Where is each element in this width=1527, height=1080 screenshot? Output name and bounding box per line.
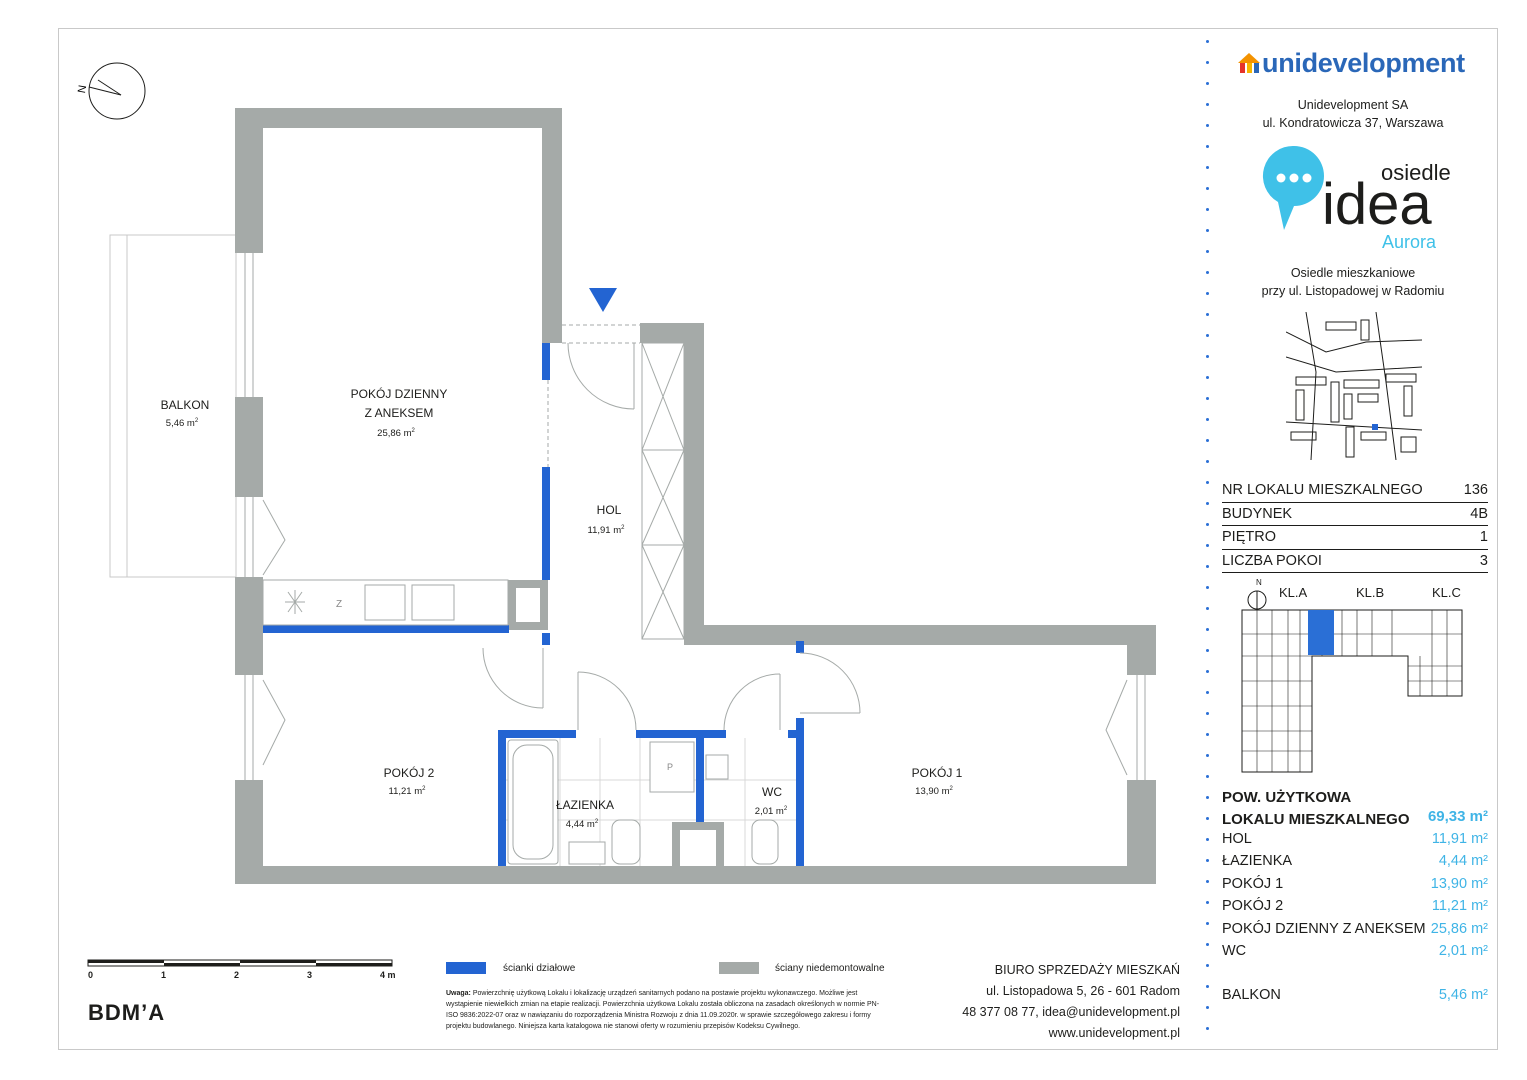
company-name: Unidevelopment SA	[1297, 98, 1409, 112]
office-web[interactable]: www.unidevelopment.pl	[1048, 1026, 1180, 1040]
brand-name: unidevelopment	[1262, 47, 1465, 78]
dotted-divider	[1206, 40, 1210, 1040]
svg-text:2,01 m2: 2,01 m2	[755, 806, 788, 817]
note-label: Uwaga:	[446, 990, 471, 997]
keyplan-stair-b: KL.B	[1356, 585, 1385, 600]
room-lazienka-area: 4,44 m	[566, 819, 595, 830]
fixture-p: P	[667, 762, 673, 772]
wardrobe	[641, 342, 685, 640]
brand-house-icon	[1238, 53, 1260, 73]
scale-tick-3: 3	[307, 970, 313, 980]
room-lazienka-name: ŁAZIENKA	[556, 798, 614, 812]
room-balkon-area: 5,46 m	[166, 418, 195, 429]
sales-office: BIURO SPRZEDAŻY MIESZKAŃ ul. Listopadowa…	[930, 960, 1180, 1044]
room-hol-name: HOL	[597, 503, 622, 517]
room-balkon-name: BALKON	[161, 398, 210, 412]
scale-bar	[87, 959, 393, 967]
svg-text:5,46 m2: 5,46 m2	[166, 418, 199, 429]
north-arrow: N	[76, 62, 146, 120]
architect-logo: BDM’A	[88, 1000, 166, 1025]
svg-text:4,44 m2: 4,44 m2	[566, 819, 599, 830]
company-info: Unidevelopment SA ul. Kondratowicza 37, …	[1215, 96, 1491, 132]
scale-tick-1: 1	[161, 970, 167, 980]
scale-tick-4: 4 m	[380, 970, 396, 980]
usable-area-title-2: LOKALU MIESZKALNEGO	[1222, 811, 1410, 828]
svg-text:11,21 m2: 11,21 m2	[389, 786, 427, 797]
legend-partition-label: ścianki działowe	[503, 963, 576, 974]
usable-area-total: 69,33 m²	[1427, 808, 1488, 825]
sheet-frame	[58, 28, 1498, 1050]
location-map	[1286, 312, 1422, 460]
usable-area-title: POW. UŻYTKOWA LOKALU MIESZKALNEGO	[1222, 787, 1410, 831]
office-title: BIURO SPRZEDAŻY MIESZKAŃ	[994, 963, 1180, 977]
room-pokoj1-area: 13,90 m	[915, 786, 949, 797]
usable-area-title-1: POW. UŻYTKOWA	[1222, 789, 1352, 806]
project-desc-2: przy ul. Listopadowej w Radomiu	[1261, 284, 1445, 298]
keyplan-north: N	[1256, 578, 1262, 587]
legend-partition-swatch	[446, 962, 486, 974]
office-address: ul. Listopadowa 5, 26 - 601 Radom	[986, 984, 1180, 998]
company-address: ul. Kondratowicza 37, Warszawa	[1262, 116, 1444, 130]
project-word-idea: idea	[1322, 172, 1432, 237]
north-label: N	[76, 84, 89, 94]
keyplan-stair-c: KL.C	[1432, 585, 1461, 600]
svg-text:13,90 m2: 13,90 m2	[915, 786, 953, 797]
office-contact[interactable]: 48 377 08 77, idea@unidevelopment.pl	[962, 1005, 1180, 1019]
disclaimer-note: Uwaga: Powierzchnię użytkową Lokalu i lo…	[446, 988, 886, 1032]
project-word-aurora: Aurora	[1382, 232, 1437, 252]
room-hol-area: 11,91 m	[588, 525, 622, 536]
room-living-name-1: POKÓJ DZIENNY	[351, 386, 448, 401]
note-text: Powierzchnię użytkową Lokalu i lokalizac…	[446, 990, 880, 1030]
room-pokoj2-area: 11,21 m	[389, 786, 423, 797]
sanitary-fixtures	[507, 739, 779, 865]
scale-tick-0: 0	[88, 970, 94, 980]
structural-walls	[235, 108, 1156, 884]
floor-plan: N	[76, 62, 1156, 884]
fixture-z: Z	[336, 599, 342, 610]
keyplan-stair-a: KL.A	[1279, 585, 1308, 600]
room-pokoj1-name: POKÓJ 1	[912, 765, 963, 780]
room-living-area: 25,86 m	[377, 428, 411, 439]
room-wc-name: WC	[762, 785, 782, 799]
legend-structural-swatch	[719, 962, 759, 974]
project-logo: osiedle idea Aurora	[1262, 145, 1451, 252]
room-living-name-2: Z ANEKSEM	[365, 406, 434, 420]
scale-tick-2: 2	[234, 970, 240, 980]
room-wc-area: 2,01 m	[755, 806, 784, 817]
kitchen-counter	[262, 579, 509, 626]
entrance-arrow	[589, 288, 617, 312]
legend-structural-label: ściany niedemontowalne	[775, 963, 885, 974]
project-word-osiedle: osiedle	[1381, 160, 1451, 185]
svg-text:11,91 m2: 11,91 m2	[588, 525, 626, 536]
project-description: Osiedle mieszkaniowe przy ul. Listopadow…	[1215, 264, 1491, 300]
key-plan	[1241, 590, 1463, 773]
svg-text:25,86 m2: 25,86 m2	[377, 428, 415, 439]
project-desc-1: Osiedle mieszkaniowe	[1290, 266, 1416, 280]
brand-logo: unidevelopment	[1236, 46, 1465, 80]
partition-walls	[263, 343, 804, 866]
room-pokoj2-name: POKÓJ 2	[384, 765, 435, 780]
